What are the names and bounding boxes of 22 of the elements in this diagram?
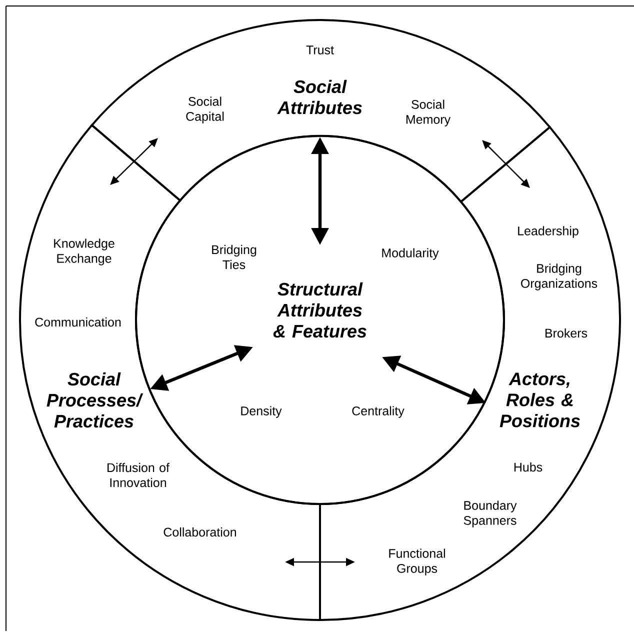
item-label: Trust [306, 46, 334, 54]
sector-heading: Actors, Roles & Positions [500, 372, 580, 428]
item-label: Modularity [382, 248, 439, 260]
item-label: Knowledge Exchange [54, 238, 114, 266]
item-label: Hubs [514, 462, 542, 472]
item-label: Diffusion of Innovation [108, 462, 170, 488]
item-label: Social Memory [406, 100, 451, 126]
item-label: Collaboration [164, 527, 236, 537]
double-arrow [482, 140, 530, 188]
sector-heading: Social Attributes [277, 80, 362, 114]
item-label: Brokers [546, 328, 588, 338]
sector-heading: Social Processes/ Practices [46, 372, 144, 428]
sector-heading: Structural Attributes & Features [273, 282, 366, 338]
item-label: Bridging Ties [212, 244, 256, 270]
item-label: Leadership [518, 226, 578, 238]
item-label: Communication [35, 317, 121, 327]
item-label: Centrality [352, 406, 404, 418]
item-label: Boundary Spanners [464, 500, 517, 528]
item-label: Functional Groups [389, 548, 445, 576]
item-label: Bridging Organizations [521, 264, 598, 290]
item-label: Density [241, 406, 282, 418]
item-label: Social Capital [186, 96, 224, 124]
